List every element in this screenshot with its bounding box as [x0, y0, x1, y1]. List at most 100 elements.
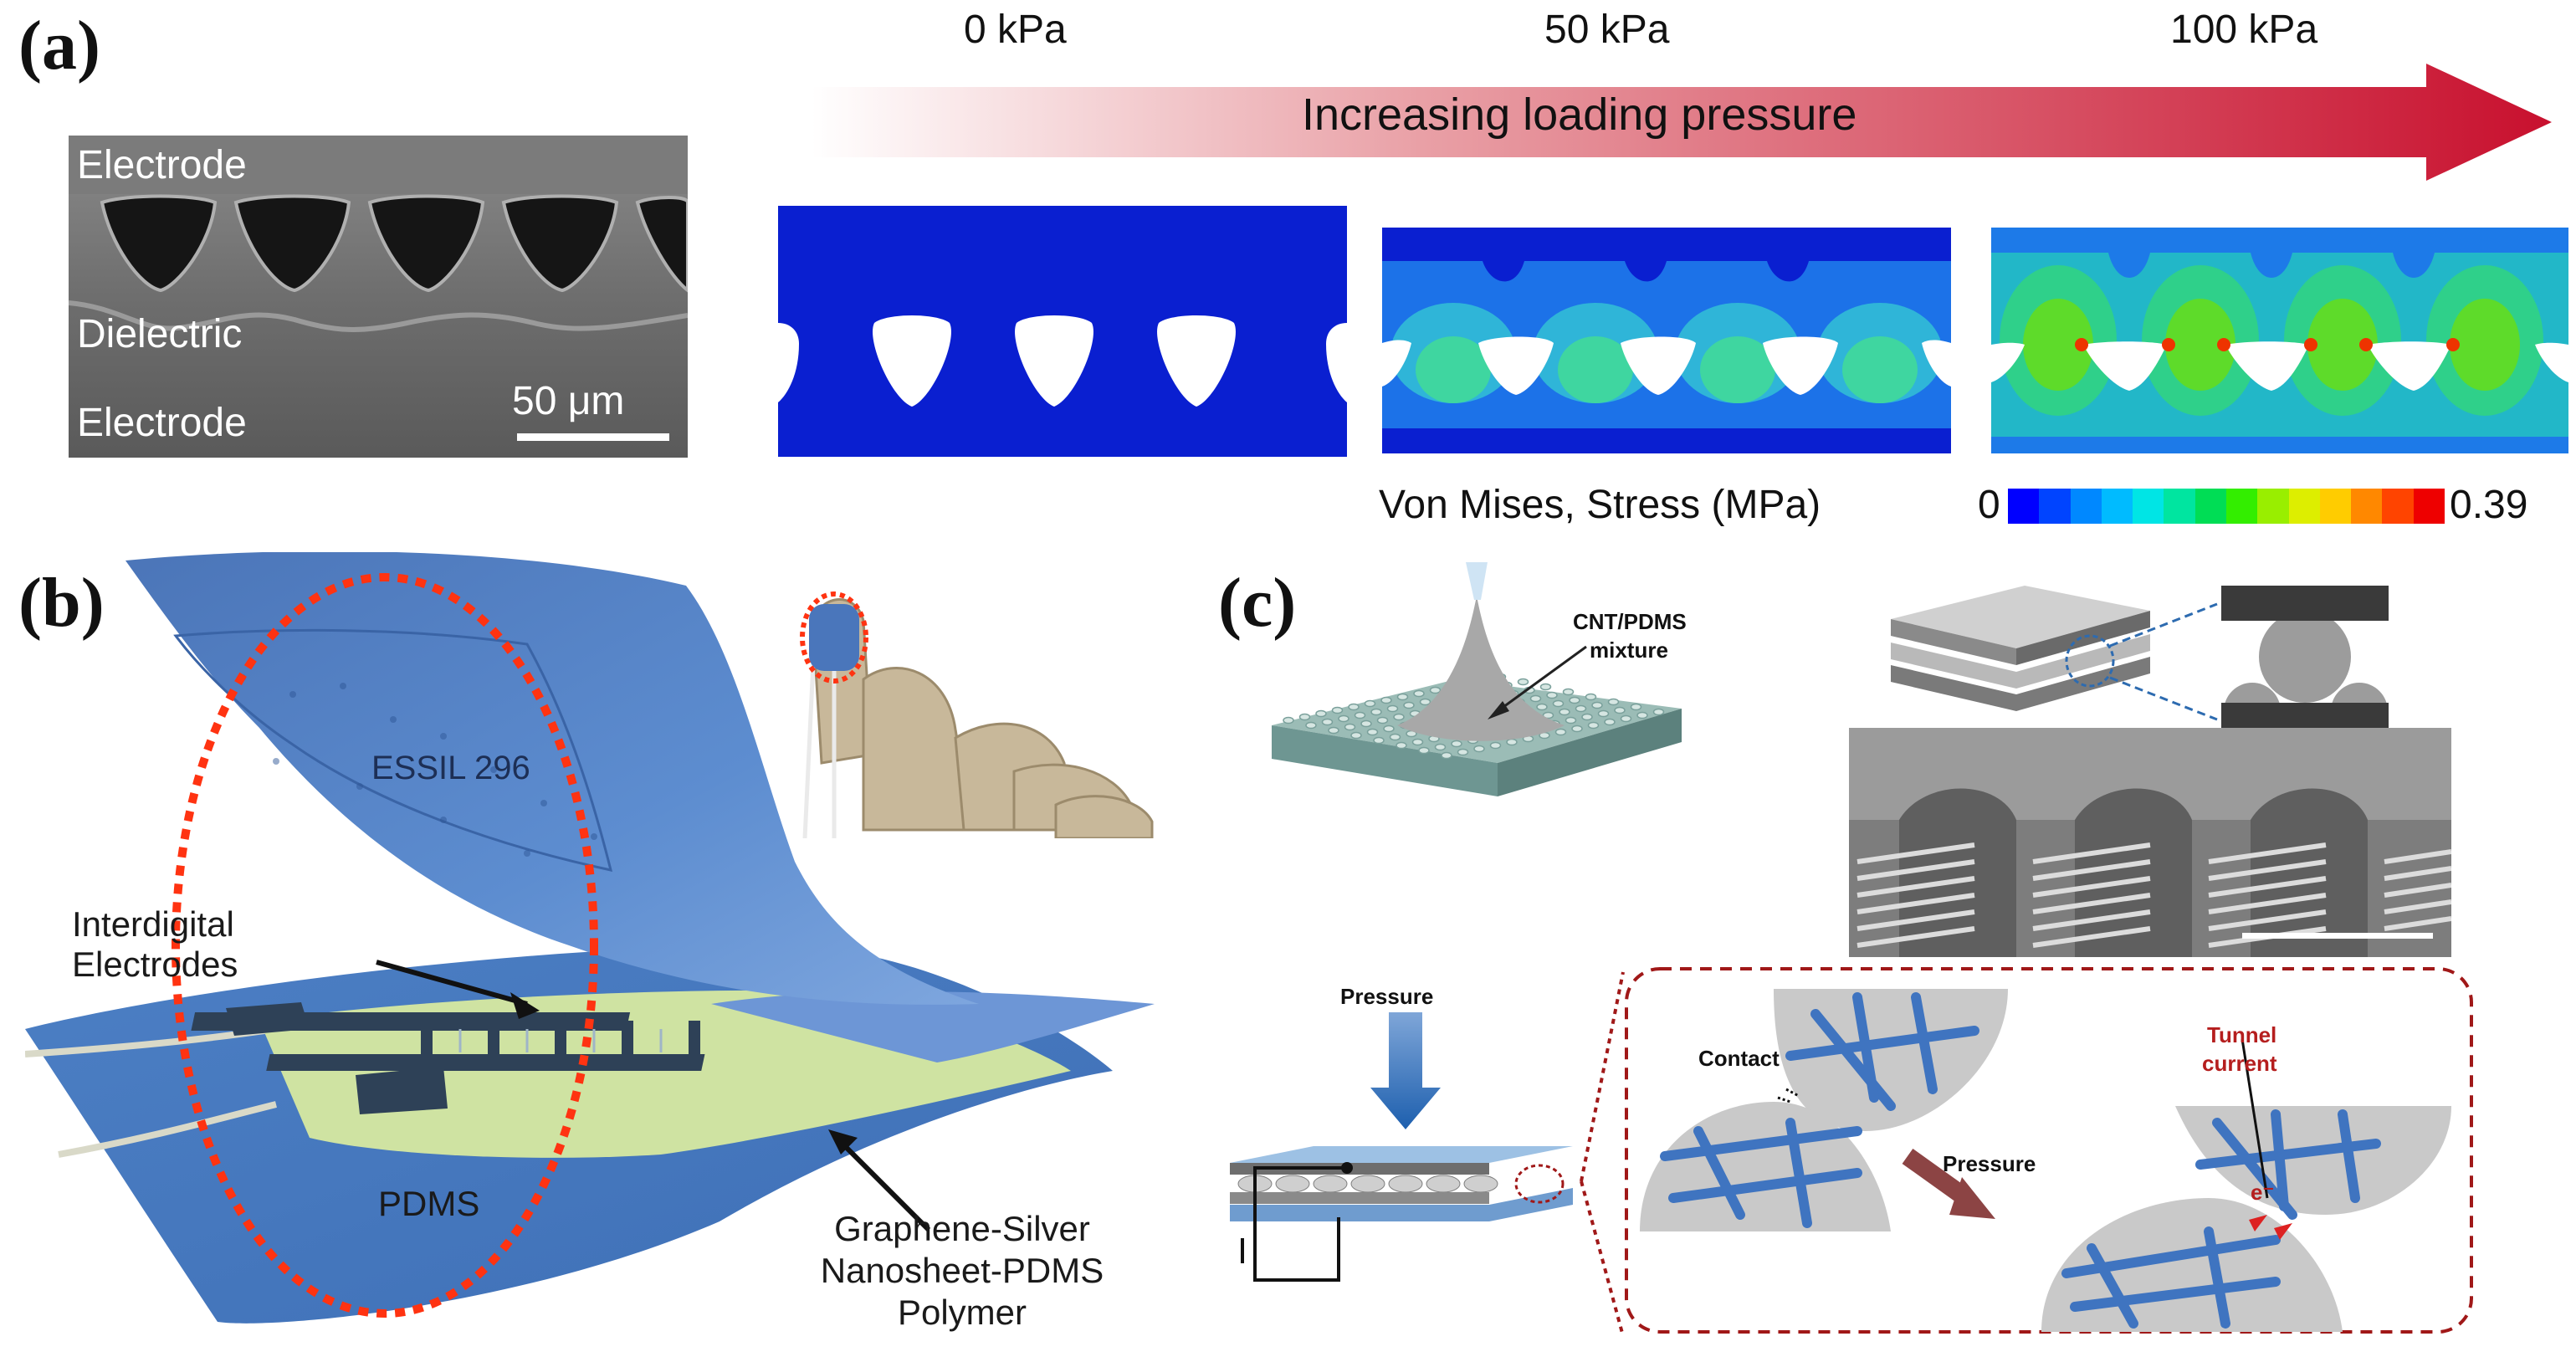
substrate-microdome: [1419, 698, 1431, 706]
electrodes-label-1: Interdigital: [72, 904, 234, 944]
substrate-microdome: [1411, 738, 1424, 746]
panel-b-letter: (b): [18, 564, 105, 642]
colorbar-segment: [2070, 489, 2102, 524]
sem-bottom-electrode-label: Electrode: [77, 401, 247, 445]
colorbar-min-label: 0: [1978, 483, 2000, 527]
substrate-microdome: [1630, 703, 1642, 711]
pressure-label-50: 50 kPa: [1544, 8, 1670, 52]
sem-top-electrode-label: Electrode: [77, 143, 247, 187]
substrate-microdome: [1413, 689, 1425, 698]
tunnel-label-1: Tunnel: [2207, 1022, 2277, 1047]
colorbar-segment: [2288, 489, 2320, 524]
substrate-microdome: [1331, 706, 1344, 714]
substrate-microdome: [1305, 721, 1317, 730]
panel-a-letter: (a): [18, 7, 100, 84]
substrate-microdome: [1315, 709, 1327, 718]
substrate-microdome: [1380, 696, 1392, 704]
contact-label: Contact: [1698, 1046, 1780, 1071]
pressure-label-0: 0 kPa: [964, 8, 1067, 52]
substrate-microdome: [1429, 686, 1442, 694]
pressure-label-zoom: Pressure: [1943, 1151, 2036, 1176]
finger-inset-illustration: [800, 591, 1154, 838]
substrate-microdome: [1581, 713, 1593, 721]
tunnel-label-2: current: [2202, 1051, 2277, 1076]
scale-bar: [517, 433, 669, 441]
substrate-microdome: [1386, 704, 1399, 713]
colorbar-segment: [2351, 489, 2383, 524]
substrate-microdome: [1457, 748, 1469, 756]
substrate-microdome: [1614, 706, 1626, 714]
fem-panel-100kpa: [1991, 228, 2568, 453]
fem-panel-50kpa: [1382, 228, 1951, 453]
loading-pressure-arrow: [812, 64, 2552, 181]
colorbar-segment: [2101, 489, 2133, 524]
arrow-label: Increasing loading pressure: [1302, 90, 1857, 140]
substrate-microdome: [1348, 703, 1360, 711]
sem-dielectric-label: Dielectric: [77, 312, 243, 356]
substrate-microdome: [1585, 693, 1597, 701]
substrate-microdome: [1373, 736, 1385, 745]
substrate-microdome: [1338, 714, 1349, 723]
substrate-microdome: [1364, 699, 1376, 708]
substrate-microdome: [1376, 716, 1389, 725]
colorbar-segment: [2039, 489, 2071, 524]
colorbar-segment: [2133, 489, 2164, 524]
composite-label-2: Nanosheet-PDMS: [820, 1251, 1104, 1290]
substrate-microdome: [1396, 741, 1407, 750]
electron-label: e⁻: [2251, 1180, 2275, 1205]
panel-c-letter: (c): [1218, 564, 1297, 642]
substrate-microdome: [1441, 751, 1452, 760]
substrate-microdome: [1569, 696, 1580, 704]
substrate-microdome: [1389, 733, 1401, 741]
substrate-microdome: [1571, 725, 1583, 733]
substrate-microdome: [1396, 693, 1409, 701]
substrate-microdome: [1383, 725, 1395, 733]
substrate-microdome: [1298, 713, 1311, 721]
composite-label-1: Graphene-Silver: [834, 1209, 1090, 1248]
substrate-microdome: [1403, 701, 1415, 709]
substrate-microdome: [1591, 701, 1603, 709]
substrate-microdome: [1517, 678, 1529, 686]
sensor-illustration: [25, 552, 1155, 1324]
substrate-microdome: [1604, 718, 1616, 726]
sem-texture: [69, 136, 688, 458]
colorbar-segment: [2225, 489, 2258, 524]
colorbar: [2008, 489, 2445, 524]
fem-panel-0kpa: [778, 206, 1347, 457]
device-pressure-illustration: [1230, 1012, 1573, 1282]
mixture-label-2: mixture: [1590, 637, 1668, 663]
substrate-microdome: [1418, 746, 1430, 755]
substrate-microdome: [1562, 688, 1575, 696]
colorbar-segment: [2257, 489, 2289, 524]
scale-bar-label: 50 μm: [512, 379, 625, 423]
substrate-microdome: [1360, 719, 1372, 728]
pressure-label-100: 100 kPa: [2170, 8, 2318, 52]
substrate-microdome: [1607, 698, 1620, 706]
sem-microstructure-image: [1849, 728, 2451, 957]
colorbar-label: Von Mises, Stress (MPa): [1379, 483, 1821, 527]
substrate-microdome: [1554, 728, 1567, 736]
substrate-microdome: [1506, 738, 1518, 746]
colorbar-segment: [2008, 489, 2040, 524]
substrate-microdome: [1565, 716, 1577, 725]
substrate-microdome: [1597, 709, 1610, 718]
substrate-microdome: [1587, 721, 1600, 730]
substrate-microdome: [1575, 704, 1587, 713]
substrate-microdome: [1354, 711, 1366, 719]
substrate-microdome: [1283, 716, 1294, 725]
substrate-microdome: [1652, 708, 1665, 716]
substrate-microdome: [1529, 694, 1542, 703]
colorbar-segment: [2319, 489, 2352, 524]
substrate-microdome: [1434, 743, 1447, 751]
mixture-pointer-arrow: [1488, 645, 1587, 719]
cnt-pdms-deposition-illustration: [1272, 562, 1682, 796]
contact-zoom-box: [1580, 967, 2473, 1337]
substrate-microdome: [1451, 740, 1462, 748]
substrate-microdome: [1393, 713, 1405, 721]
colorbar-segment: [2164, 489, 2195, 524]
substrate-microdome: [1370, 708, 1382, 716]
substrate-microdome: [1552, 699, 1565, 708]
substrate-microdome: [1328, 726, 1339, 735]
colorbar-segment: [2413, 489, 2445, 524]
substrate-microdome: [1366, 728, 1379, 736]
